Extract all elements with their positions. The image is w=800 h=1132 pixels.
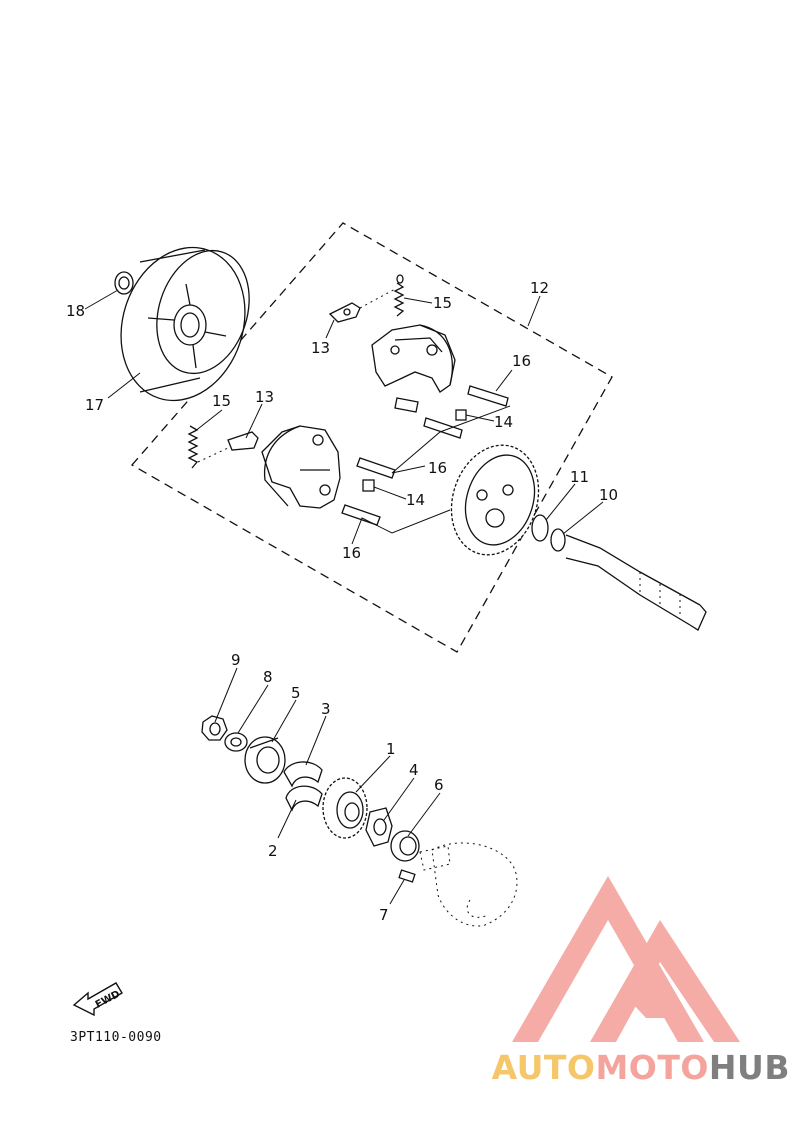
pins-lower-drawing	[341, 457, 396, 526]
brand-part-hub: HUB	[708, 1048, 790, 1087]
bushing-upper-drawing	[455, 409, 467, 421]
spring-lower-drawing	[187, 425, 199, 469]
clutch-weight-2-drawing	[285, 785, 323, 812]
part-label-16-upper: 16	[512, 352, 531, 370]
part-label-11: 11	[570, 468, 589, 486]
diagram-reference-code: 3PT110-0090	[70, 1030, 162, 1045]
washer-11-drawing	[531, 514, 549, 542]
part-label-16-middle: 16	[428, 459, 447, 477]
hub-5-drawing	[244, 736, 286, 784]
part-label-8: 8	[263, 668, 273, 686]
primary-gear-drawing	[450, 444, 540, 556]
pins-upper-drawing	[394, 385, 509, 439]
part-label-13-lower: 13	[255, 388, 274, 406]
spring-upper-drawing	[393, 274, 405, 317]
part-label-7: 7	[379, 906, 389, 924]
automotohub-logo-icon	[512, 876, 740, 1042]
key-7-drawing	[398, 869, 416, 883]
part-label-16-lower: 16	[342, 544, 361, 562]
part-label-6: 6	[434, 776, 444, 794]
circlip-drawing	[114, 271, 134, 295]
crank-web-drawing	[419, 842, 518, 927]
clutch-shoe-lower-drawing	[261, 425, 341, 509]
part-label-9: 9	[231, 651, 241, 669]
part-label-15-lower: 15	[212, 392, 231, 410]
part-label-18: 18	[66, 302, 85, 320]
plate-lower-drawing	[197, 431, 259, 463]
washer-8-drawing	[224, 732, 248, 752]
forward-direction-arrow-icon: FWD	[72, 982, 123, 1017]
part-label-1: 1	[386, 740, 396, 758]
plate-upper-drawing	[328, 287, 398, 323]
crankshaft-drawing	[565, 534, 707, 631]
part-label-12: 12	[530, 279, 549, 297]
brand-wordmark: AUTOMOTOHUB	[492, 1048, 790, 1087]
clutch-weight-3-drawing	[283, 761, 323, 788]
brand-part-auto: AUTO	[491, 1048, 596, 1087]
part-label-13-upper: 13	[311, 339, 330, 357]
part-label-2: 2	[268, 842, 278, 860]
clutch-assembly-outline	[130, 222, 613, 653]
part-label-10: 10	[599, 486, 618, 504]
circlip-10-drawing	[550, 528, 566, 552]
bushing-6-drawing	[390, 830, 420, 862]
part-label-17: 17	[85, 396, 104, 414]
bushing-lower-drawing	[362, 479, 375, 492]
part-label-15-upper: 15	[433, 294, 452, 312]
part-label-4: 4	[409, 761, 419, 779]
part-label-14-lower: 14	[406, 491, 425, 509]
clutch-housing-drawing	[120, 246, 250, 402]
leader-lines	[84, 289, 604, 905]
nut-9-drawing	[201, 715, 228, 741]
brand-part-moto: MOTO	[595, 1048, 709, 1087]
part-label-5: 5	[291, 684, 301, 702]
clutch-shoe-upper-drawing	[371, 324, 456, 393]
part-label-3: 3	[321, 700, 331, 718]
gear-1-drawing	[322, 777, 368, 839]
part-label-14-upper: 14	[494, 413, 513, 431]
